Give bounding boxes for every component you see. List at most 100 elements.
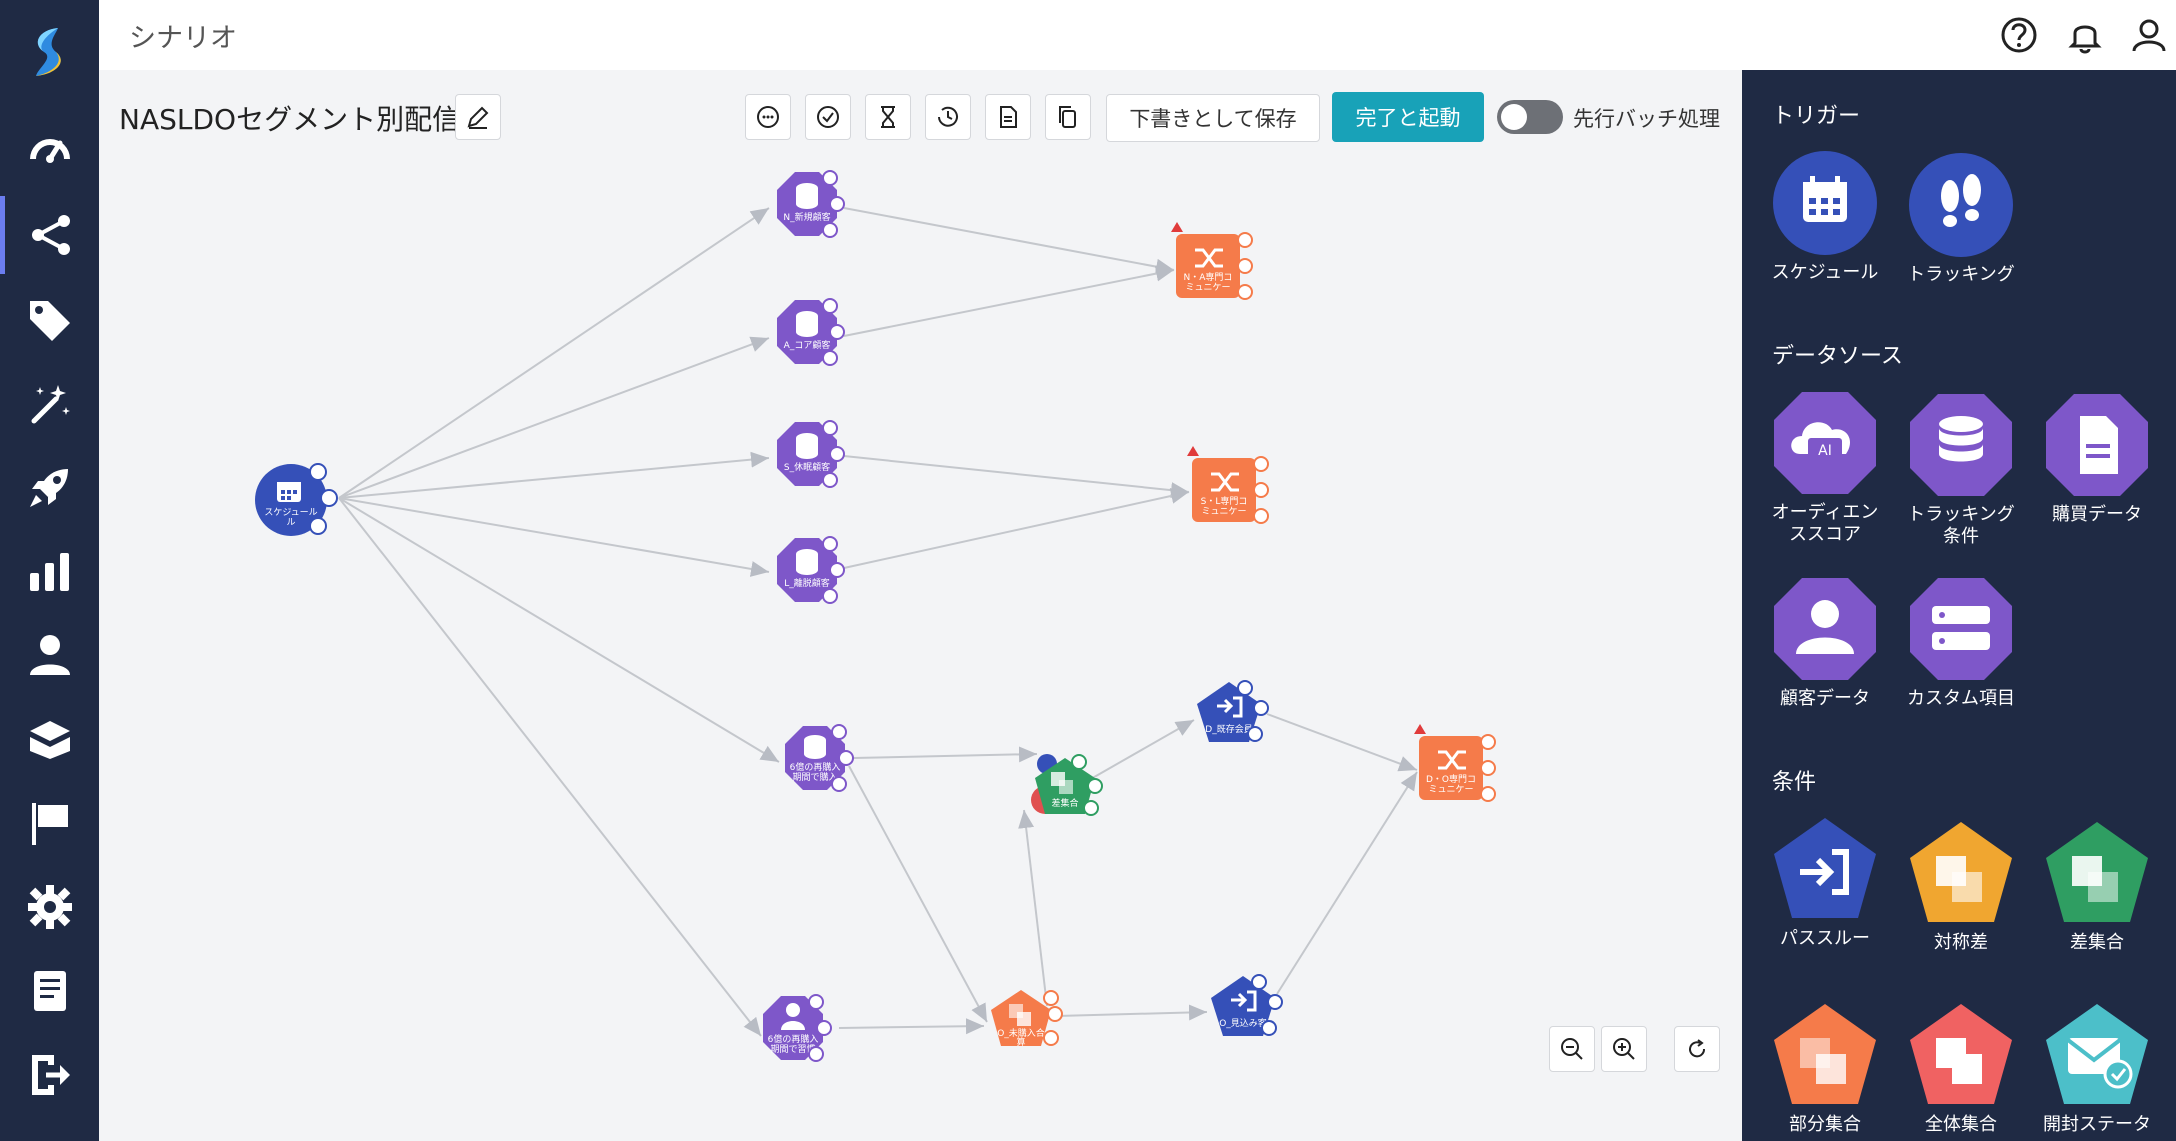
palette-label-2: 条件 [1943, 526, 1979, 547]
node-a-core[interactable]: A_コア顧客 [777, 298, 845, 366]
palette-label: トラッキング [1907, 504, 2015, 525]
nav-settings[interactable] [0, 868, 99, 946]
node-na-comm[interactable]: N・A専門コ ミュニケー [1171, 222, 1253, 300]
node-label: スケジュール [264, 507, 317, 518]
node-delete-icon [822, 222, 838, 238]
copy-button[interactable] [1045, 94, 1091, 140]
zoom-out-button[interactable] [1549, 1026, 1595, 1072]
node-schedule[interactable]: スケジュール ル [255, 463, 338, 536]
edge-six-unbought [848, 765, 988, 1023]
palette-custom-field[interactable]: カスタム項目 [1896, 574, 2026, 710]
mail-check-icon [2046, 1004, 2148, 1104]
nav-users[interactable] [0, 616, 99, 694]
palette-passthrough[interactable]: パススルー [1760, 814, 1890, 950]
wait-button[interactable] [865, 94, 911, 140]
nav-goals[interactable] [0, 784, 99, 862]
comment-button[interactable] [745, 94, 791, 140]
scenario-icon [32, 215, 70, 255]
node-do-comm[interactable]: D・O専門コ ミュニケー [1414, 724, 1496, 802]
nav-inventory[interactable] [0, 700, 99, 778]
warning-icon [1187, 446, 1199, 456]
node-label: S_休眠顧客 [784, 461, 830, 473]
nav-docs[interactable] [0, 952, 99, 1030]
palette-label: スケジュール [1771, 262, 1879, 283]
edge-schedule-n [338, 207, 770, 499]
gear-icon [27, 885, 72, 929]
warning-icon [1171, 222, 1183, 232]
user-account-icon[interactable] [2129, 15, 2169, 55]
rocket-icon [29, 469, 68, 507]
history-button[interactable] [925, 94, 971, 140]
nav-logout[interactable] [0, 1036, 99, 1114]
nav-analytics[interactable] [0, 532, 99, 610]
palette-customer-data[interactable]: 顧客データ [1760, 574, 1890, 710]
node-label-2: ミュニケー [1428, 784, 1473, 795]
scenario-title: NASLDOセグメント別配信 [119, 103, 461, 136]
server-icon [1910, 578, 2012, 680]
section-condition: 条件 [1772, 770, 1817, 795]
edit-title-button[interactable] [455, 94, 501, 140]
palette-label: 対称差 [1934, 932, 1988, 953]
node-o-inflow[interactable]: O_見込み客 [1211, 974, 1283, 1036]
nav-magic[interactable] [0, 364, 99, 442]
palette-label: トラッキング [1907, 264, 2015, 285]
flag-icon [31, 803, 68, 845]
palette-tracking[interactable]: トラッキング [1896, 150, 2026, 286]
save-draft-button[interactable]: 下書きとして保存 [1106, 94, 1320, 142]
node-label: 6億の再購入 [768, 1033, 819, 1045]
bar-chart-icon [29, 553, 69, 591]
palette-union[interactable]: 全体集合 [1896, 1000, 2026, 1136]
palette-label: オーディエン [1771, 502, 1879, 523]
help-icon[interactable] [1999, 15, 2039, 55]
node-n-new[interactable]: N_新規顧客 [777, 170, 845, 238]
node-label: D・O専門コ [1426, 773, 1476, 785]
palette-open-status[interactable]: 開封ステータ [2032, 1000, 2162, 1136]
scenario-graph[interactable]: スケジュール ル N_新規顧客 A_コア顧客 S_休眠顧客 [99, 70, 1742, 1141]
palette-tracking-condition[interactable]: トラッキング 条件 [1896, 390, 2026, 548]
node-l-leave[interactable]: L_離脱顧客 [777, 536, 845, 604]
edge-l-sl [843, 488, 1190, 569]
validate-button[interactable] [805, 94, 851, 140]
user-icon [29, 635, 70, 675]
edge-d-do [1266, 713, 1418, 772]
nav-dashboard[interactable] [0, 110, 99, 188]
warning-icon [1414, 724, 1426, 734]
edge-schedule-a [338, 336, 770, 499]
nav-scenario[interactable] [0, 196, 99, 274]
palette-symmetric-diff[interactable]: 対称差 [1896, 818, 2026, 954]
node-six-re2[interactable]: 6億の再購入 期間で習慣 [763, 994, 832, 1062]
edge-n-na [843, 207, 1175, 275]
nav-campaign[interactable] [0, 448, 99, 526]
palette-difference[interactable]: 差集合 [2032, 818, 2162, 954]
node-settings-icon [822, 170, 838, 186]
palette-label: 開封ステータ [2043, 1114, 2151, 1135]
node-settings-icon [309, 463, 327, 481]
bell-icon[interactable] [2065, 15, 2105, 55]
node-diff[interactable]: 差集合 [1031, 754, 1103, 816]
node-o-unbought[interactable]: O_未購入合 算 [991, 990, 1063, 1048]
batch-toggle[interactable] [1497, 100, 1563, 134]
pencil-icon [467, 106, 489, 129]
node-sl-comm[interactable]: S・L専門コ ミュニケー [1187, 446, 1269, 524]
section-datasource: データソース [1772, 344, 1903, 369]
login-icon [1774, 818, 1876, 918]
edge-schedule-six2 [338, 497, 762, 1037]
document-button[interactable] [985, 94, 1031, 140]
node-six-re[interactable]: 6億の再購入 期間で購入 [785, 724, 854, 792]
scenario-canvas[interactable]: スケジュール ル N_新規顧客 A_コア顧客 S_休眠顧客 [99, 70, 1742, 1141]
palette-purchase-data[interactable]: 購買データ [2032, 390, 2162, 526]
zoom-in-button[interactable] [1601, 1026, 1647, 1072]
palette-subset[interactable]: 部分集合 [1760, 1000, 1890, 1136]
app-logo-icon[interactable] [28, 24, 72, 80]
complete-and-start-button[interactable]: 完了と起動 [1332, 92, 1484, 142]
nav-tags[interactable] [0, 280, 99, 358]
reset-view-button[interactable] [1674, 1026, 1720, 1072]
calendar-icon [1773, 151, 1877, 255]
palette-schedule[interactable]: スケジュール [1760, 148, 1890, 284]
top-header: シナリオ [99, 0, 2176, 70]
node-label-2: 期間で習慣 [770, 1043, 815, 1055]
check-circle-icon [817, 106, 839, 128]
node-s-out[interactable]: S_休眠顧客 [777, 420, 845, 488]
node-d-existing[interactable]: D_既存会員 [1197, 680, 1269, 742]
palette-audience-score[interactable]: AI オーディエン ススコア [1760, 388, 1890, 546]
